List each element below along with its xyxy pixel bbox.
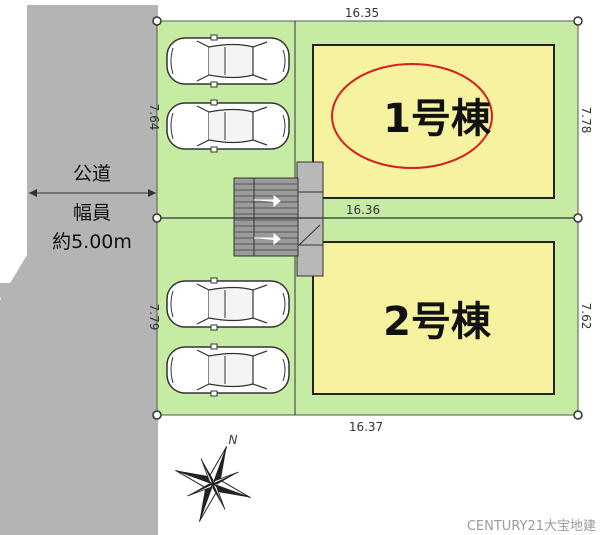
car-icon <box>166 277 290 331</box>
car-icon <box>166 34 290 88</box>
building-2-label: 2号棟 <box>383 299 492 345</box>
dim-lot1-top: 16.35 <box>345 6 379 20</box>
highlight-ellipse <box>331 63 493 169</box>
dim-lot2-left: 7.79 <box>147 304 161 331</box>
stairs-icon <box>233 177 299 257</box>
dim-lot1-right: 7.78 <box>579 107 593 134</box>
road-width-label: 幅員 <box>73 202 111 224</box>
north-mark: N <box>229 433 238 447</box>
dim-lot2-right: 7.62 <box>579 303 593 330</box>
dim-lot2-bottom: 16.37 <box>349 420 383 434</box>
road-width-value: 約5.00m <box>52 231 132 253</box>
dim-shared: 16.36 <box>346 203 380 217</box>
car-icon <box>166 343 290 397</box>
building-1 <box>312 44 555 199</box>
road-name: 公道 <box>73 163 111 185</box>
building-1-label: 1号棟 <box>383 96 492 142</box>
building-2 <box>312 241 555 395</box>
compass-rose-icon <box>175 446 251 522</box>
dim-lot1-left: 7.64 <box>147 104 161 131</box>
company-watermark: CENTURY21大宝地建 <box>467 519 596 534</box>
car-icon <box>166 99 290 153</box>
